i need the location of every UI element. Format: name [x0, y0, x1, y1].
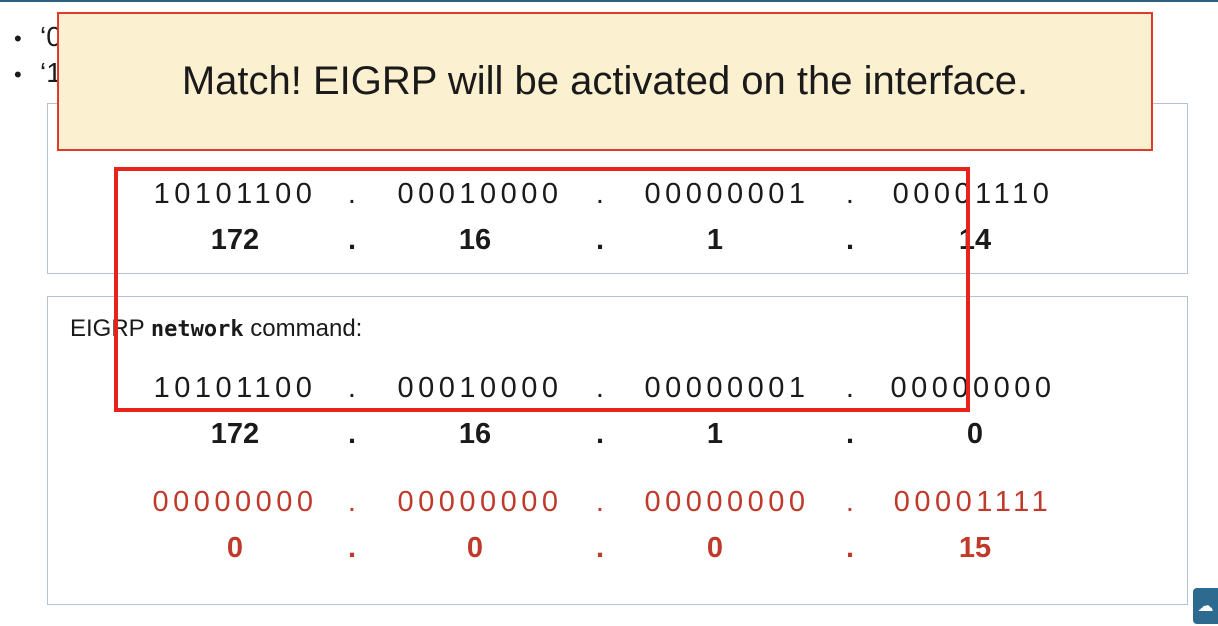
interface-binary-dot: . [845, 178, 855, 210]
network-decimal-dot: . [845, 418, 855, 450]
interface-binary-octet: 00010000 [397, 178, 563, 210]
interface-decimal-dot: . [845, 224, 855, 256]
network-decimal-octet: 172 [210, 418, 260, 450]
wildcard-binary-octet: 00001111 [893, 486, 1053, 518]
match-callout: Match! EIGRP will be activated on the in… [57, 12, 1153, 151]
interface-decimal-octet: 172 [210, 224, 260, 256]
interface-decimal-octet: 14 [958, 224, 992, 256]
interface-binary-octet: 10101100 [153, 178, 317, 210]
network-keyword: network [150, 317, 244, 342]
interface-decimal-dot: . [595, 224, 605, 256]
callout-text: Match! EIGRP will be activated on the in… [181, 59, 1029, 103]
interface-binary-octet: 00001110 [892, 178, 1054, 210]
interface-decimal-octet: 1 [706, 224, 724, 256]
wildcard-binary-octet: 00000000 [397, 486, 563, 518]
network-binary-octet: 10101100 [153, 372, 317, 404]
network-binary-dot: . [347, 372, 357, 404]
label-prefix: EIGRP [70, 315, 151, 342]
network-binary-octet: 00010000 [397, 372, 563, 404]
interface-binary-octet: 00000001 [644, 178, 810, 210]
wildcard-binary-dot: . [347, 486, 357, 518]
bullet-list: •‘0 •‘1 [14, 20, 62, 92]
network-decimal-dot: . [347, 418, 357, 450]
wildcard-decimal-octet: 0 [466, 532, 484, 564]
wildcard-decimal-dot: . [347, 532, 357, 564]
network-binary-dot: . [845, 372, 855, 404]
top-rule [0, 0, 1218, 2]
wildcard-decimal-octet: 15 [958, 532, 992, 564]
bullet-text: ‘1 [40, 57, 62, 88]
wildcard-decimal-octet: 0 [226, 532, 244, 564]
network-decimal-octet: 0 [966, 418, 984, 450]
network-binary-octet: 00000001 [644, 372, 810, 404]
network-command-label: EIGRP network command: [70, 315, 362, 343]
wildcard-decimal-octet: 0 [706, 532, 724, 564]
wildcard-binary-dot: . [845, 486, 855, 518]
wildcard-binary-octet: 00000000 [152, 486, 318, 518]
cloud-icon[interactable]: ☁ [1193, 588, 1218, 624]
network-decimal-dot: . [595, 418, 605, 450]
network-binary-dot: . [595, 372, 605, 404]
interface-decimal-octet: 16 [458, 224, 492, 256]
interface-binary-dot: . [595, 178, 605, 210]
bullet-text: ‘0 [40, 21, 62, 52]
network-binary-octet: 00000000 [890, 372, 1056, 404]
wildcard-decimal-dot: . [595, 532, 605, 564]
interface-decimal-dot: . [347, 224, 357, 256]
bullet-item: •‘0 [14, 21, 62, 52]
bullet-item: •‘1 [14, 57, 62, 88]
network-decimal-octet: 16 [458, 418, 492, 450]
network-decimal-octet: 1 [706, 418, 724, 450]
wildcard-decimal-dot: . [845, 532, 855, 564]
network-command-panel [47, 296, 1188, 605]
wildcard-binary-dot: . [595, 486, 605, 518]
wildcard-binary-octet: 00000000 [644, 486, 810, 518]
label-suffix: command: [243, 315, 363, 342]
interface-binary-dot: . [347, 178, 357, 210]
